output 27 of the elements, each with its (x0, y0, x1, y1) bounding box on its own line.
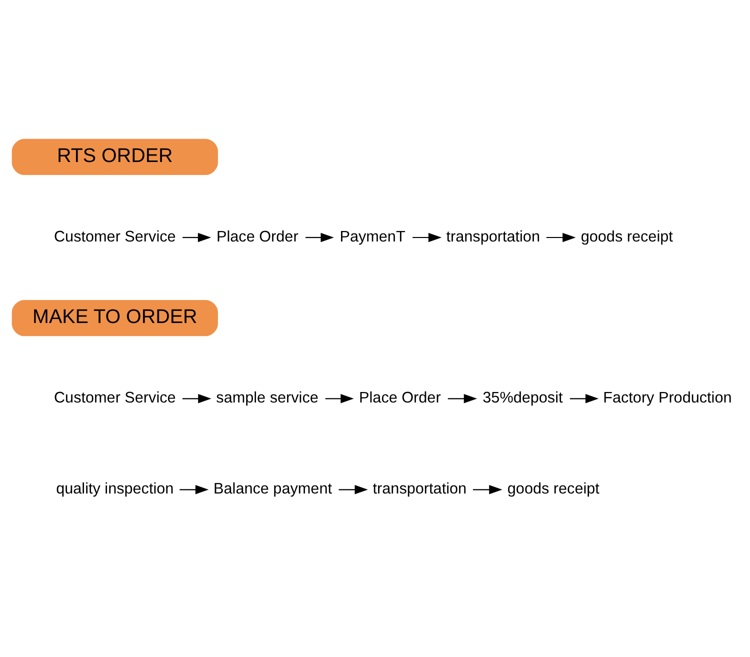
arrow (325, 394, 354, 404)
node-text: Factory Production (603, 390, 732, 407)
arrow (570, 394, 599, 404)
node-text: Customer Service (54, 390, 176, 407)
node-text: sample service (216, 390, 318, 407)
node-text: quality inspection (56, 480, 174, 498)
node-text: goods receipt (507, 480, 600, 498)
arrow (180, 485, 209, 494)
node-text: Place Order (359, 390, 441, 407)
arrow (448, 394, 478, 404)
arrow (546, 232, 576, 242)
node-text: transportation (446, 228, 540, 246)
arrow (182, 232, 212, 242)
node-text: goods receipt (580, 228, 673, 246)
node-text: transportation (372, 480, 467, 498)
arrow (306, 232, 334, 242)
arrow (182, 394, 212, 404)
node-text: 35%deposit (482, 390, 563, 407)
arrow (338, 485, 368, 494)
node-text: Customer Service (54, 228, 176, 246)
arrow (472, 485, 502, 494)
node-box: MAKE TO ORDER (12, 300, 218, 336)
node-text: Balance payment (214, 480, 332, 498)
node-box: RTS ORDER (12, 138, 218, 176)
node-text: PaymenT (340, 228, 406, 246)
arrow (412, 232, 442, 242)
node-text: Place Order (216, 228, 298, 246)
